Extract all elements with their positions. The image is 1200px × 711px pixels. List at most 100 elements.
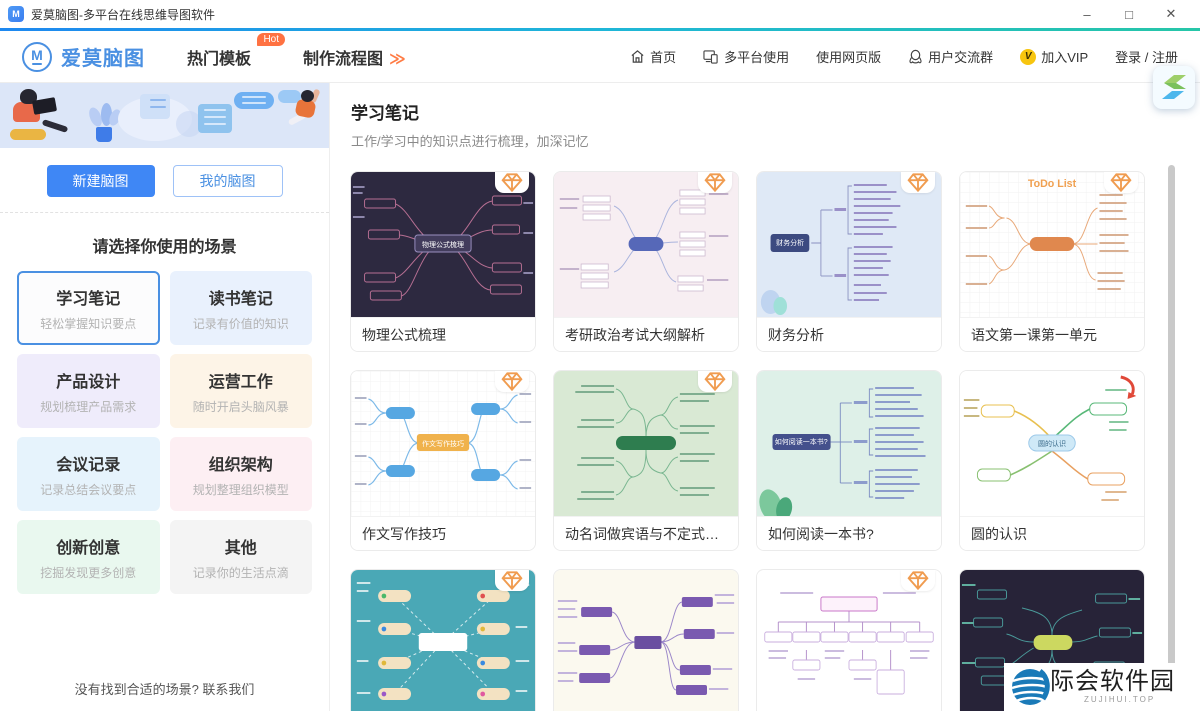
scene-heading: 请选择你使用的场景: [92, 239, 237, 256]
my-mindmaps-button[interactable]: 我的脑图: [172, 165, 283, 197]
template-card-read-book[interactable]: 如何阅读一本书? 如何阅读一本书?: [756, 370, 942, 551]
template-title: 财务分析: [757, 317, 941, 351]
vip-badge: [495, 570, 529, 591]
floating-widget-button[interactable]: [1153, 66, 1195, 109]
thumbnail-center-label: 圆的认识: [1038, 440, 1066, 448]
thumbnail-center-label: 财务分析: [776, 240, 805, 248]
hot-badge: Hot: [257, 32, 286, 46]
vip-badge: [698, 172, 732, 193]
template-title: 物理公式梳理: [351, 317, 535, 351]
gem-icon: [501, 571, 523, 591]
gem-icon: [704, 372, 726, 392]
scene-grid: 学习笔记 轻松掌握知识要点 读书笔记 记录有价值的知识 产品设计 规划梳理产品需…: [0, 271, 329, 594]
globe-logo-icon: [1011, 669, 1050, 705]
template-card-physics[interactable]: 物理公式梳理 物理公式梳理: [350, 171, 536, 352]
main-content: 学习笔记 工作/学习中的知识点进行梳理，加深记忆: [330, 83, 1200, 711]
close-button[interactable]: ✕: [1165, 6, 1177, 21]
scene-card-reading-notes[interactable]: 读书笔记 记录有价值的知识: [169, 271, 312, 345]
mindmap-thumbnail: [554, 570, 738, 711]
thumbnail-center-label: 作文写作技巧: [422, 440, 464, 448]
mindmap-thumbnail: 作文写作技巧: [351, 371, 535, 516]
template-title: 作文写作技巧: [351, 516, 535, 550]
thumbnail-center-label: 如何阅读一本书?: [774, 439, 828, 447]
logo-text: 爱莫脑图: [61, 48, 145, 70]
vip-badge: [901, 172, 935, 193]
mindmap-thumbnail: 财务分析: [757, 172, 941, 317]
double-chevron-icon: ≫: [389, 50, 406, 68]
mindmap-thumbnail: 物理公式梳理: [351, 172, 535, 317]
scene-card-operations[interactable]: 运营工作 随时开启头脑风暴: [169, 354, 312, 428]
app-logo[interactable]: M 爱莫脑图: [22, 41, 145, 72]
vip-badge: [495, 172, 529, 193]
dashed-divider: [0, 212, 329, 213]
watermark-domain: ZUJIHUI.TOP: [1084, 695, 1156, 704]
app-icon: M: [8, 6, 24, 22]
nav-hot-templates[interactable]: 热门模板 Hot: [187, 32, 286, 69]
watermark: 际会软件园 ZUJIHUI.TOP: [1004, 663, 1200, 711]
template-title: 考研政治考试大纲解析: [554, 317, 738, 351]
template-card-org-tree[interactable]: [756, 569, 942, 711]
mindmap-thumbnail: [554, 172, 738, 317]
nav-web-version[interactable]: 使用网页版: [816, 50, 882, 65]
navbar: M 爱莫脑图 热门模板 Hot 制作流程图≫ 首页 多平台使用 使用网页版: [0, 31, 1200, 83]
nav-login-register[interactable]: 登录 / 注册: [1115, 50, 1178, 65]
nav-home[interactable]: 首页: [630, 47, 676, 66]
template-grid: 物理公式梳理 物理公式梳理: [350, 171, 1200, 711]
sidebar: 新建脑图 我的脑图 请选择你使用的场景 学习笔记 轻松掌握知识要点 读书笔记 记…: [0, 83, 330, 711]
accent-gradient-line: [0, 28, 1200, 31]
new-mindmap-button[interactable]: 新建脑图: [46, 165, 155, 197]
category-subtitle: 工作/学习中的知识点进行梳理，加深记忆: [351, 134, 589, 149]
template-card-gerund[interactable]: 动名词做宾语与不定式做宾语...: [553, 370, 739, 551]
template-card-circle[interactable]: 圆的认识 圆的认识: [959, 370, 1145, 551]
template-card-politics[interactable]: 考研政治考试大纲解析: [553, 171, 739, 352]
mindmap-thumbnail: 如何阅读一本书?: [757, 371, 941, 516]
template-title: 动名词做宾语与不定式做宾语...: [554, 516, 738, 550]
maximize-button[interactable]: □: [1125, 6, 1133, 22]
mindmap-thumbnail: [351, 570, 535, 711]
scene-card-product-design[interactable]: 产品设计 规划梳理产品需求: [17, 354, 160, 428]
gem-icon: [907, 571, 929, 591]
logo-icon: M: [22, 41, 52, 72]
contact-us-link[interactable]: 联系我们: [202, 682, 255, 697]
vip-badge: [1104, 172, 1138, 193]
scene-card-innovation[interactable]: 创新创意 挖掘发现更多创意: [17, 520, 160, 594]
vertical-scrollbar[interactable]: [1168, 165, 1175, 711]
template-title: 圆的认识: [960, 516, 1144, 550]
category-title: 学习笔记: [351, 104, 419, 123]
sidebar-footer: 没有找到合适的场景? 联系我们: [74, 682, 255, 697]
watermark-name: 际会软件园: [1050, 669, 1175, 695]
template-title: 语文第一课第一单元: [960, 317, 1144, 351]
vip-badge: [495, 371, 529, 392]
mindmap-thumbnail: ToDo List: [960, 172, 1144, 317]
nav-multiplatform[interactable]: 多平台使用: [703, 47, 789, 66]
mindmap-thumbnail: 圆的认识: [960, 371, 1144, 516]
template-card-chinese-lesson[interactable]: ToDo List: [959, 171, 1145, 352]
template-card-teal-radial[interactable]: [350, 569, 536, 711]
gem-icon: [501, 173, 523, 193]
title-bar: M 爱莫脑图-多平台在线思维导图软件 – □ ✕: [0, 0, 1200, 28]
scene-card-org-structure[interactable]: 组织架构 规划整理组织模型: [169, 437, 312, 511]
scene-card-study-notes[interactable]: 学习笔记 轻松掌握知识要点: [17, 271, 160, 345]
template-card-essay[interactable]: 作文写作技巧 作文写作技巧: [350, 370, 536, 551]
nav-join-vip[interactable]: V 加入VIP: [1020, 47, 1088, 66]
gem-icon: [907, 173, 929, 193]
mindmap-thumbnail: [554, 371, 738, 516]
s-arrows-icon: [1162, 74, 1186, 99]
vip-icon: V: [1020, 48, 1037, 65]
gem-icon: [501, 372, 523, 392]
minimize-button[interactable]: –: [1083, 6, 1091, 22]
chat-bubble-icon: [234, 92, 274, 109]
gem-icon: [1110, 173, 1132, 193]
thumbnail-center-label: 物理公式梳理: [422, 241, 464, 249]
mindmap-thumbnail: [757, 570, 941, 711]
nav-make-flowchart[interactable]: 制作流程图≫: [303, 50, 406, 68]
template-card-ivory-purple[interactable]: [553, 569, 739, 711]
scene-card-meeting-minutes[interactable]: 会议记录 记录总结会议要点: [17, 437, 160, 511]
scene-card-other[interactable]: 其他 记录你的生活点滴: [169, 520, 312, 594]
svg-text:ToDo List: ToDo List: [1028, 178, 1077, 190]
template-card-finance[interactable]: 财务分析 财务分析: [756, 171, 942, 352]
vip-badge: [901, 570, 935, 591]
gem-icon: [704, 173, 726, 193]
nav-user-group[interactable]: 用户交流群: [908, 47, 993, 66]
